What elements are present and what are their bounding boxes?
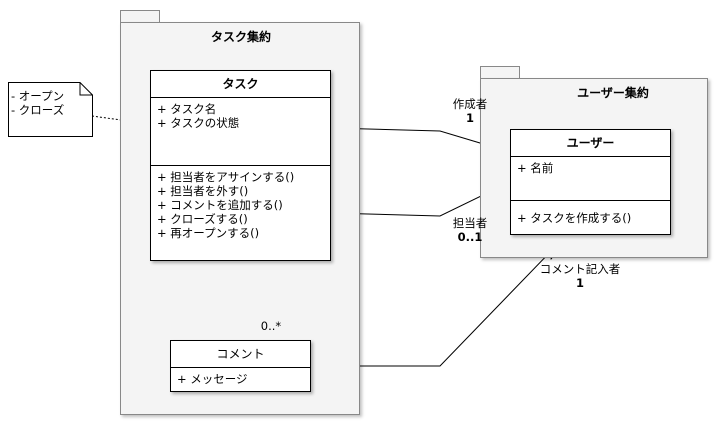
creator-role-label: 作成者	[452, 97, 488, 111]
user-class-operations: + タスクを作成する()	[511, 201, 670, 229]
task-class-attributes: + タスク名 + タスクの状態	[151, 98, 330, 166]
comment-class: コメント + メッセージ	[170, 340, 311, 392]
state-note	[8, 82, 93, 137]
user-operation: + タスクを作成する()	[517, 211, 632, 225]
task-operation: + 担当者をアサインする()	[157, 170, 295, 184]
creator-multiplicity: 1	[465, 111, 474, 125]
composition-multiplicity: 0..*	[260, 319, 282, 333]
commenter-multiplicity: 1	[575, 276, 584, 290]
task-class-operations: + 担当者をアサインする() + 担当者を外す() + コメントを追加する() …	[151, 166, 330, 244]
task-operation: + 再オープンする()	[157, 226, 260, 240]
comment-class-name: コメント	[171, 341, 310, 368]
comment-class-attributes: + メッセージ	[171, 368, 310, 390]
task-operation: + クローズする()	[157, 212, 248, 226]
task-operation: + コメントを追加する()	[157, 198, 283, 212]
commenter-role-label: コメント記入者	[539, 262, 621, 276]
task-class-name: タスク	[151, 71, 330, 98]
task-operation: + 担当者を外す()	[157, 184, 249, 198]
note-line-open: - オープン	[11, 89, 65, 103]
task-package-title: タスク集約	[210, 30, 271, 44]
task-attribute: + タスクの状態	[157, 116, 240, 130]
task-class: タスク + タスク名 + タスクの状態 + 担当者をアサインする() + 担当者…	[150, 70, 331, 261]
assignee-multiplicity: 0..1	[457, 230, 483, 244]
comment-attribute: + メッセージ	[177, 372, 248, 386]
assignee-role-label: 担当者	[452, 216, 488, 230]
note-line-close: - クローズ	[11, 103, 65, 117]
user-class-attributes: + 名前	[511, 157, 670, 201]
user-attribute: + 名前	[517, 161, 554, 175]
user-package-title: ユーザー集約	[577, 86, 649, 100]
user-class-name: ユーザー	[511, 130, 670, 157]
task-attribute: + タスク名	[157, 102, 217, 116]
user-class: ユーザー + 名前 + タスクを作成する()	[510, 129, 671, 235]
